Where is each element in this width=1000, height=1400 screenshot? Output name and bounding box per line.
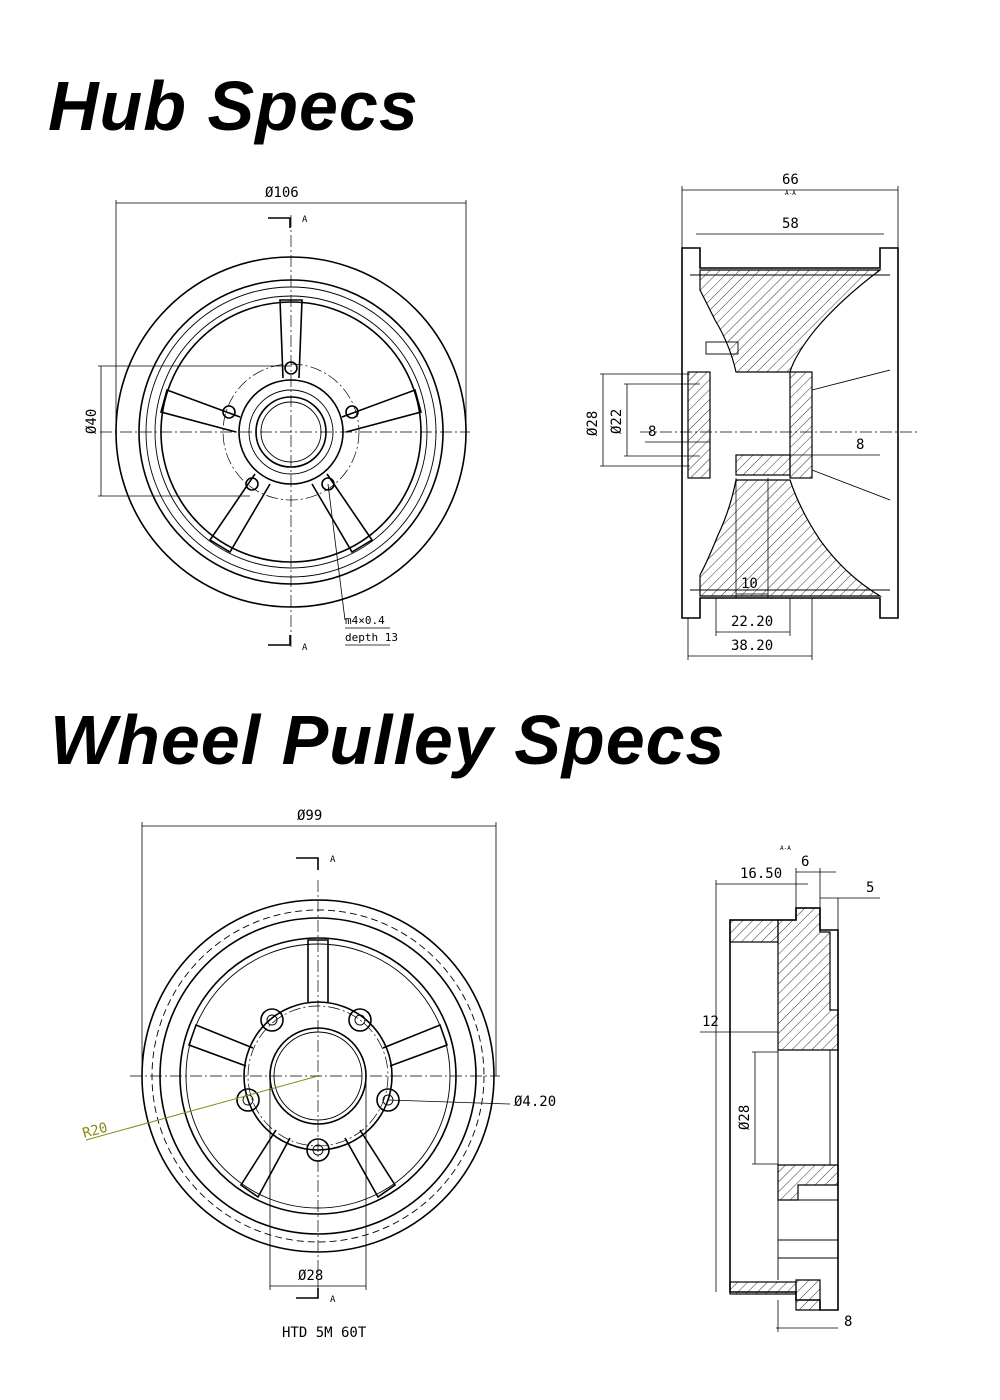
pulley-outer-diameter-label: Ø99 xyxy=(297,808,322,824)
hub-inner-width-label: 58 xyxy=(782,216,799,232)
hub-right-bore-label: 8 xyxy=(856,437,864,453)
pulley-section-label: A-A xyxy=(780,845,791,852)
pulley-dim-16-label: 16.50 xyxy=(740,866,782,882)
hub-thread-note: m4×0.4 xyxy=(345,614,385,627)
pulley-section-mark-top: A xyxy=(330,855,336,865)
hub-thread-depth: depth 13 xyxy=(345,631,398,644)
pulley-hole-diameter-label: Ø4.20 xyxy=(514,1094,556,1110)
pulley-dim-8-label: 8 xyxy=(844,1314,852,1330)
pulley-section-view: A-A 16.50 6 5 12 Ø28 8 xyxy=(700,845,880,1332)
hub-diameter-22-label: Ø22 xyxy=(609,409,625,434)
pulley-dim-5-label: 5 xyxy=(866,880,874,896)
pulley-belt-note: HTD 5M 60T xyxy=(282,1325,367,1341)
hub-section-label: A-A xyxy=(785,190,796,197)
hub-bolt-circle-label: Ø40 xyxy=(84,409,100,434)
hub-dim-10-label: 10 xyxy=(741,576,758,592)
hub-total-width-label: 66 xyxy=(782,172,799,188)
hub-section-view: 66 A-A 58 Ø28 Ø22 8 8 10 22.20 38.20 xyxy=(585,172,920,660)
hub-bolt-holes xyxy=(222,361,359,491)
hub-section-mark-bottom: A xyxy=(302,643,308,653)
hub-diameter-28-label: Ø28 xyxy=(585,411,601,436)
pulley-radius-label: R20 xyxy=(81,1120,110,1142)
hub-section-mark-top: A xyxy=(302,215,308,225)
hub-specs-heading: Hub Specs xyxy=(48,67,419,145)
hub-dim-38-label: 38.20 xyxy=(731,638,773,654)
hub-dim-22-label: 22.20 xyxy=(731,614,773,630)
pulley-spokes xyxy=(187,939,449,1199)
pulley-bore-diameter-label: Ø28 xyxy=(298,1268,323,1284)
pulley-front-view: Ø99 A A R20 Ø4.20 Ø28 HTD 5M 60T xyxy=(81,808,556,1341)
pulley-dim-12-label: 12 xyxy=(702,1014,719,1030)
hub-left-bore-label: 8 xyxy=(648,424,656,440)
wheel-pulley-specs-heading: Wheel Pulley Specs xyxy=(50,701,726,779)
hub-front-view: Ø106 Ø40 A A m4×0.4 depth 13 xyxy=(84,185,470,653)
hub-outer-diameter-label: Ø106 xyxy=(265,185,299,201)
pulley-section-bore-label: Ø28 xyxy=(737,1105,753,1130)
pulley-dim-6-label: 6 xyxy=(801,854,809,870)
pulley-section-mark-bottom: A xyxy=(330,1295,336,1305)
